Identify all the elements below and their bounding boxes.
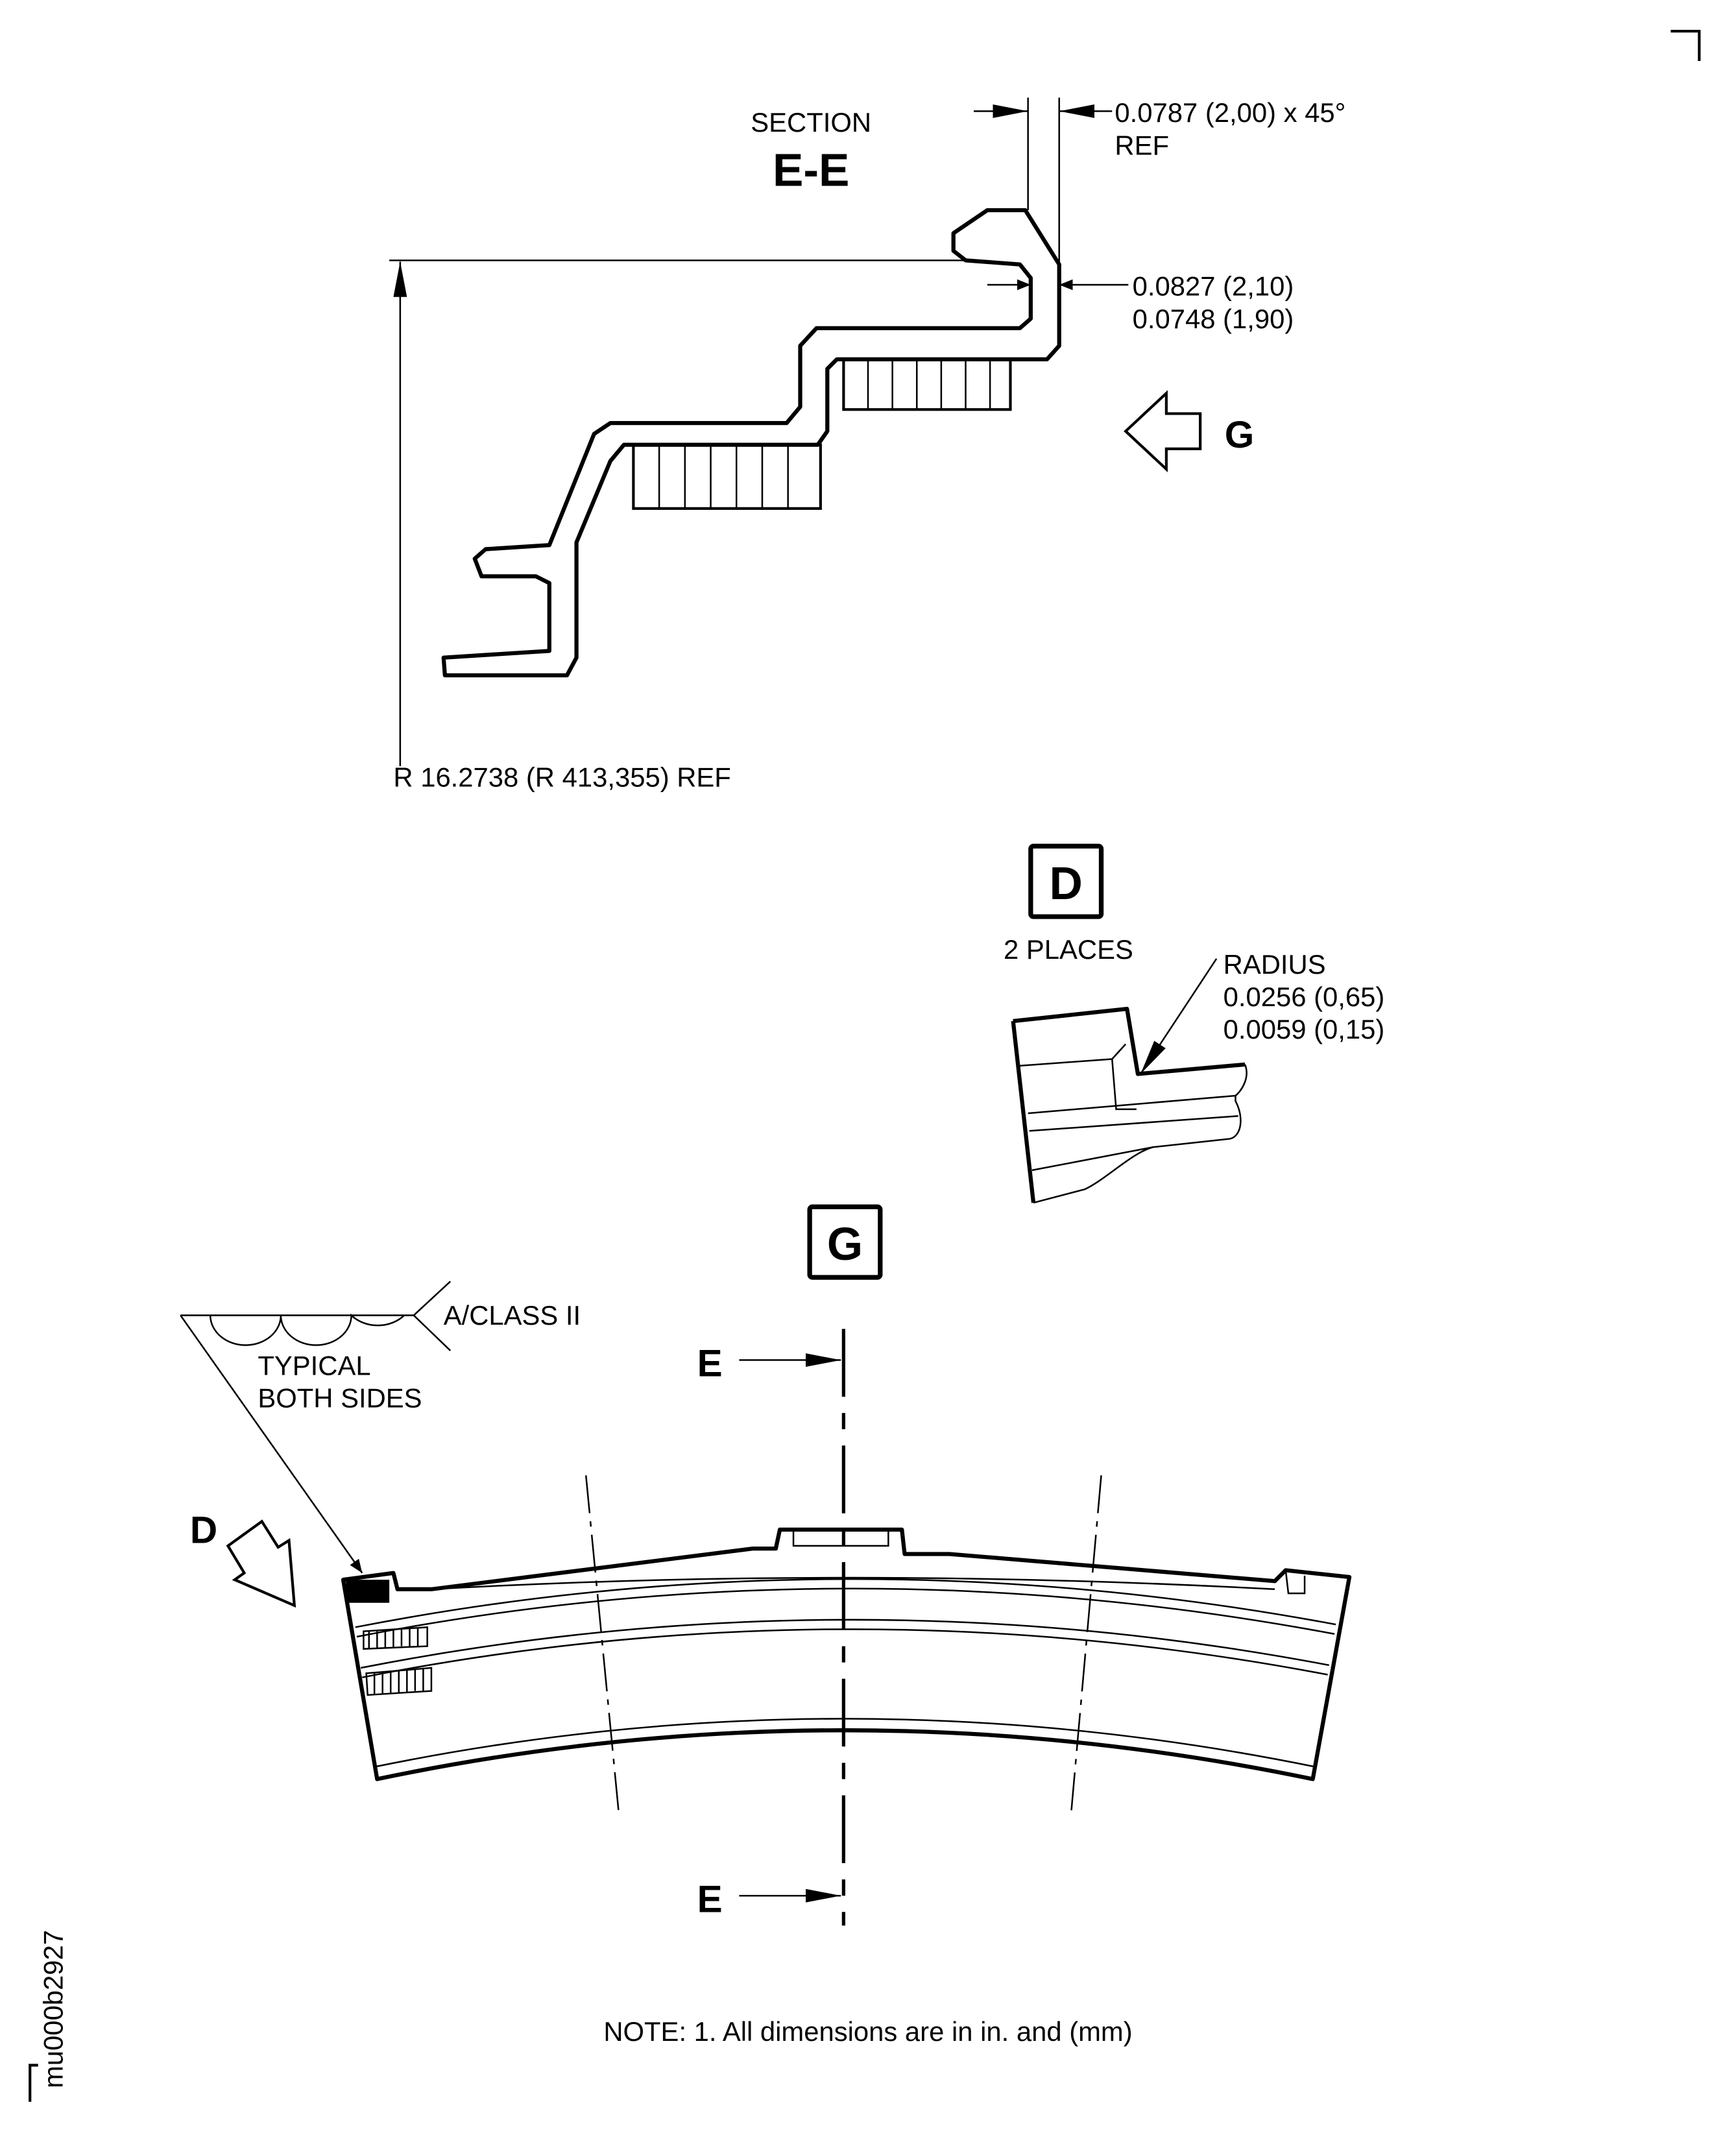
section-title: SECTION (751, 107, 871, 138)
view-g-arrow-label: G (1225, 414, 1255, 456)
thickness-dimension: 0.0827 (2,10) 0.0748 (1,90) (987, 271, 1294, 334)
detail-d-arrow-label: D (190, 1510, 217, 1552)
radius-ref-text: R 16.2738 (R 413,355) REF (393, 762, 730, 792)
thickness-min-text: 0.0748 (1,90) (1133, 304, 1294, 334)
weld-class-text: A/CLASS II (444, 1300, 581, 1331)
view-g-label: G (827, 1219, 863, 1270)
radius-dimension: R 16.2738 (R 413,355) REF (389, 259, 966, 792)
section-profile (441, 208, 1061, 678)
view-g-box (807, 1204, 883, 1280)
weld-note-1: TYPICAL (258, 1351, 370, 1381)
section-label: E-E (773, 145, 849, 196)
radius-min: 0.0059 (0,15) (1224, 1014, 1385, 1044)
chamfer-ref-text: REF (1115, 130, 1169, 160)
section-cut-line: E E (697, 1329, 845, 1926)
radius-max: 0.0256 (0,65) (1224, 982, 1385, 1012)
fin-block-upper (842, 357, 1012, 411)
fin-block-lower (632, 443, 822, 510)
chamfer-dimension: 0.0787 (2,00) x 45° REF (974, 97, 1345, 265)
corner-mark-bottom-left (29, 2064, 38, 2102)
detail-d-places: 2 PLACES (1004, 934, 1133, 965)
cut-label-bottom: E (697, 1878, 723, 1920)
radius-title: RADIUS (1224, 949, 1326, 980)
corner-mark-top-right (1670, 29, 1701, 62)
chamfer-dim-text: 0.0787 (2,00) x 45° (1115, 97, 1345, 128)
thickness-max-text: 0.0827 (2,10) (1133, 271, 1294, 302)
weld-symbol: A/CLASS II TYPICAL BOTH SIDES (180, 1281, 581, 1574)
cut-label-top: E (697, 1343, 723, 1385)
flange-segment (341, 1475, 1352, 1811)
weld-note-2: BOTH SIDES (258, 1383, 422, 1414)
detail-d-label: D (1050, 858, 1083, 910)
detail-d: D 2 PLACES RADIUS 0.0256 (0,65) 0.0059 (… (1004, 843, 1385, 1204)
figure-id: mu000b2927 (38, 1930, 68, 2088)
view-g-arrow: G (1124, 390, 1255, 473)
detail-d-arrow: D (190, 1510, 296, 1608)
general-note: NOTE: 1. All dimensions are in in. and (… (603, 2016, 1132, 2047)
